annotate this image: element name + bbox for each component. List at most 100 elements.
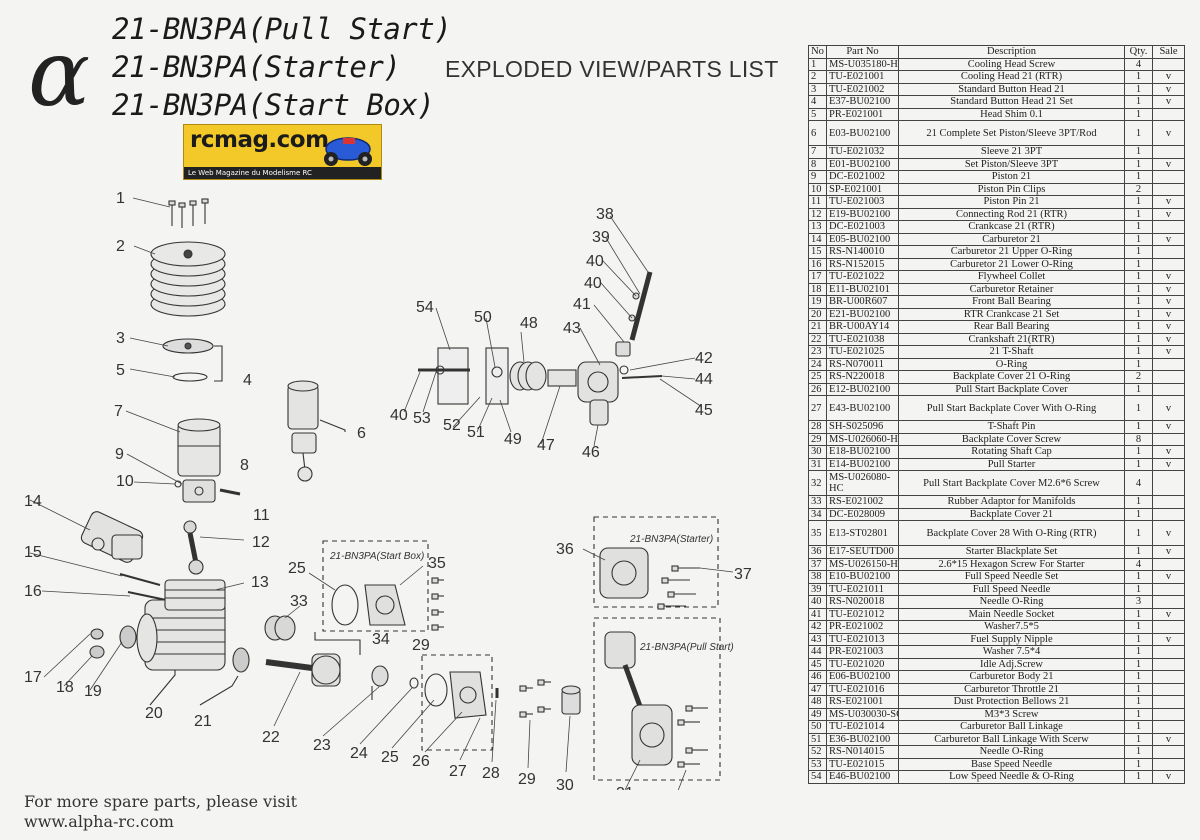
part-1-cooling-head-screws	[168, 198, 209, 228]
row-qty: 1	[1124, 770, 1153, 784]
row-qty: 1	[1124, 707, 1153, 721]
row-no: 24	[808, 357, 827, 371]
part-14-carburetor	[80, 511, 144, 563]
label-11: 11	[253, 507, 270, 524]
row-sale: v	[1152, 320, 1185, 334]
row-sale: v	[1152, 732, 1185, 746]
row-description: Head Shim 0.1	[898, 107, 1125, 121]
row-sale	[1152, 720, 1185, 734]
row-qty: 1	[1124, 645, 1153, 659]
row-description: T-Shaft Pin	[898, 420, 1125, 434]
row-sale: v	[1152, 570, 1185, 584]
row-qty: 1	[1124, 345, 1153, 359]
part-13-crankcase	[136, 579, 226, 671]
label-41: 41	[573, 296, 591, 313]
row-description: Carburetor 21	[898, 232, 1125, 246]
row-sale: v	[1152, 232, 1185, 246]
row-no: 37	[808, 557, 827, 571]
label-38: 38	[596, 206, 614, 223]
label-23: 23	[313, 737, 331, 754]
part-23-t-shaft	[371, 665, 389, 700]
row-qty: 1	[1124, 320, 1153, 334]
row-sale: v	[1152, 307, 1185, 321]
label-36: 36	[556, 541, 574, 558]
row-no: 14	[808, 232, 827, 246]
row-no: 21	[808, 320, 827, 334]
label-51: 51	[467, 424, 485, 441]
label-32: 32	[666, 789, 684, 790]
row-sale: v	[1152, 632, 1185, 646]
row-qty: 1	[1124, 732, 1153, 746]
label-29b: 29	[412, 637, 430, 654]
row-description: Pull Start Backplate Cover M2.6*6 Screw	[898, 470, 1125, 496]
row-no: 15	[808, 245, 827, 259]
title-pull-start: 21-BN3PA(Pull Start)	[112, 12, 452, 46]
part-9-piston	[182, 479, 216, 503]
row-no: 23	[808, 345, 827, 359]
row-sale	[1152, 595, 1185, 609]
row-description: Needle O-Ring	[898, 745, 1125, 759]
label-40c: 40	[390, 407, 408, 424]
row-sale	[1152, 745, 1185, 759]
row-qty: 1	[1124, 82, 1153, 96]
row-part-no: TU-E021013	[826, 632, 899, 646]
part-44-idle-screw	[621, 375, 663, 379]
label-13: 13	[251, 574, 269, 591]
row-no: 17	[808, 270, 827, 284]
label-25: 25	[381, 749, 399, 766]
row-part-no: E46-BU02100	[826, 770, 899, 784]
part-6-piston-sleeve-set	[287, 380, 319, 482]
row-part-no: DC-E021003	[826, 220, 899, 234]
row-part-no: MS-U026080-HC	[826, 470, 899, 496]
row-qty: 1	[1124, 295, 1153, 309]
label-14: 14	[24, 493, 42, 510]
row-qty: 1	[1124, 232, 1153, 246]
row-description: 2.6*15 Hexagon Screw For Starter	[898, 557, 1125, 571]
row-qty: 1	[1124, 195, 1153, 209]
part-18-retainer	[89, 645, 105, 659]
row-sale	[1152, 620, 1185, 634]
row-description: Full Speed Needle Set	[898, 570, 1125, 584]
row-qty: 4	[1124, 470, 1153, 496]
row-part-no: TU-E021011	[826, 582, 899, 596]
row-sale	[1152, 57, 1185, 71]
label-30: 30	[556, 777, 574, 790]
row-part-no: MS-U026060-HC	[826, 432, 899, 446]
row-no: 18	[808, 282, 827, 296]
part-47-throttle	[547, 369, 577, 387]
row-part-no: TU-E021014	[826, 720, 899, 734]
row-part-no: MS-U026150-HC	[826, 557, 899, 571]
row-part-no: E05-BU02100	[826, 232, 899, 246]
row-part-no: E06-BU02100	[826, 670, 899, 684]
part-37-starter-screws	[657, 565, 700, 610]
label-28: 28	[482, 765, 500, 782]
row-part-no: TU-E021015	[826, 757, 899, 771]
header-part-no: Part No	[826, 45, 899, 59]
row-no: 20	[808, 307, 827, 321]
pull-backplate-outline	[421, 654, 493, 751]
row-sale: v	[1152, 207, 1185, 221]
row-sale	[1152, 670, 1185, 684]
row-part-no: RS-N140010	[826, 245, 899, 259]
row-sale: v	[1152, 770, 1185, 784]
row-part-no: RS-N070011	[826, 357, 899, 371]
row-no: 1	[808, 57, 827, 71]
row-description: Carburetor Ball Linkage With Scerw	[898, 732, 1125, 746]
label-40a: 40	[586, 253, 604, 270]
row-qty: 1	[1124, 95, 1153, 109]
row-description: Set Piston/Sleeve 3PT	[898, 157, 1125, 171]
row-part-no: TU-E021025	[826, 345, 899, 359]
row-qty: 1	[1124, 620, 1153, 634]
row-qty: 1	[1124, 632, 1153, 646]
row-description: Pull Starter	[898, 457, 1125, 471]
row-qty: 1	[1124, 145, 1153, 159]
row-no: 51	[808, 732, 827, 746]
